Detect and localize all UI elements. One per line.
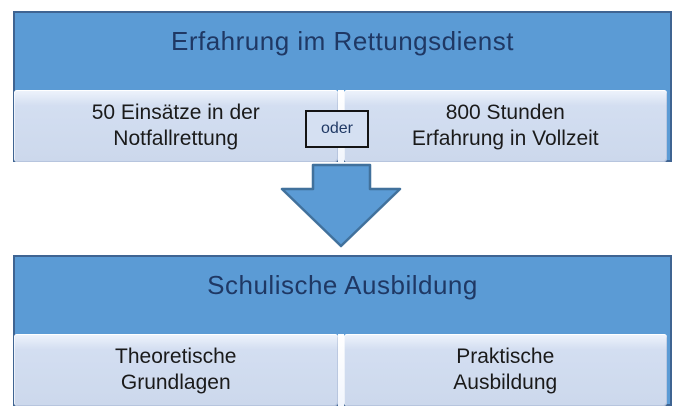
experience-section-title: Erfahrung im Rettungsdienst xyxy=(170,26,514,56)
experience-cells-row: 50 Einsätze in der Notfallrettung 800 St… xyxy=(14,90,667,162)
education-section-title: Schulische Ausbildung xyxy=(207,270,478,300)
cell-divider xyxy=(337,334,344,406)
or-connector-label: oder xyxy=(320,120,354,137)
down-arrow-icon xyxy=(278,162,404,250)
experience-cell-left: 50 Einsätze in der Notfallrettung xyxy=(14,90,338,162)
education-cells-row: Theoretische Grundlagen Praktische Ausbi… xyxy=(14,334,667,406)
or-connector-box: oder xyxy=(305,110,369,148)
education-cell-left: Theoretische Grundlagen xyxy=(14,334,338,406)
education-cell-right: Praktische Ausbildung xyxy=(343,334,667,406)
education-section: Schulische Ausbildung Theoretische Grund… xyxy=(13,255,672,406)
experience-section: Erfahrung im Rettungsdienst 50 Einsätze … xyxy=(13,11,672,162)
experience-cell-right: 800 Stunden Erfahrung in Vollzeit xyxy=(343,90,667,162)
